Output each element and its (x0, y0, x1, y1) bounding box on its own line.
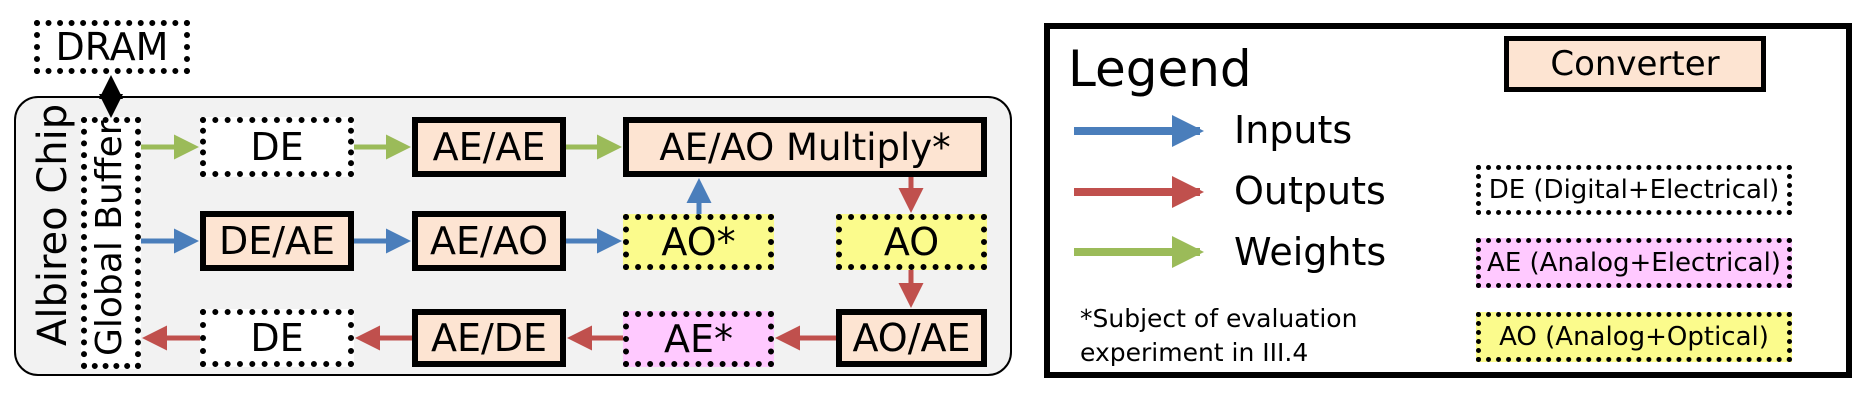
row3-ae-star-label: AE* (663, 317, 733, 361)
legend-footnote-line1: *Subject of evaluation (1080, 304, 1358, 333)
legend-converter-key: Converter (1504, 36, 1766, 92)
dram-block: DRAM (34, 20, 190, 74)
row2-ao-block: AO (836, 214, 987, 270)
legend-inputs-label: Inputs (1234, 108, 1353, 152)
row2-ao-label: AO (883, 220, 940, 264)
legend-footnote-line2: experiment in III.4 (1080, 338, 1309, 367)
row2-ae-ao-label: AE/AO (429, 219, 549, 263)
row2-de-ae-block: DE/AE (200, 211, 354, 271)
row1-de-block: DE (200, 117, 354, 177)
row3-ao-ae-label: AO/AE (852, 316, 971, 360)
row1-de-label: DE (250, 125, 304, 169)
legend-de-label: DE (Digital+Electrical) (1488, 175, 1780, 205)
legend-title: Legend (1068, 40, 1252, 98)
legend-converter-label: Converter (1550, 44, 1720, 84)
row3-ae-star-block: AE* (623, 311, 774, 367)
global-buffer-block (81, 117, 141, 369)
row1-multiply-block: AE/AO Multiply* (623, 117, 987, 177)
legend-de-key: DE (Digital+Electrical) (1476, 165, 1792, 215)
row2-ao-star-label: AO* (661, 220, 736, 264)
legend-ae-label: AE (Analog+Electrical) (1487, 248, 1781, 278)
row3-de-label: DE (250, 316, 304, 360)
legend-ao-key: AO (Analog+Optical) (1476, 312, 1792, 362)
row2-ao-star-block: AO* (623, 214, 774, 270)
legend-ao-label: AO (Analog+Optical) (1499, 322, 1769, 352)
legend-weights-label: Weights (1234, 230, 1387, 274)
dram-label: DRAM (55, 25, 169, 69)
row2-de-ae-label: DE/AE (218, 219, 336, 263)
legend-outputs-label: Outputs (1234, 169, 1386, 213)
row3-ao-ae-block: AO/AE (836, 309, 987, 367)
legend-ae-key: AE (Analog+Electrical) (1476, 238, 1792, 288)
row3-ae-de-block: AE/DE (412, 309, 566, 367)
row1-ae-ae-label: AE/AE (432, 125, 546, 169)
row1-ae-ae-block: AE/AE (412, 117, 566, 177)
row2-ae-ao-block: AE/AO (412, 211, 566, 271)
row1-multiply-label: AE/AO Multiply* (659, 125, 951, 169)
row3-ae-de-label: AE/DE (430, 316, 548, 360)
row3-de-block: DE (200, 309, 354, 367)
